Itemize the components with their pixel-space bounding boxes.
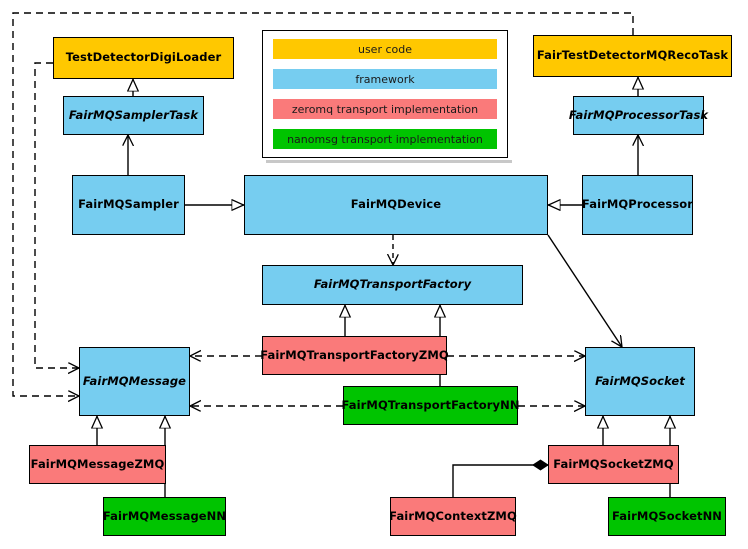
class-box-fairmqmessagezmq[interactable]: FairMQMessageZMQ <box>29 445 166 484</box>
class-box-fairmqtransportfactorynn[interactable]: FairMQTransportFactoryNN <box>341 386 519 425</box>
class-box-fairmqprocessortask[interactable]: FairMQProcessorTask <box>569 96 708 135</box>
legend-item-framework: framework <box>273 69 497 89</box>
class-box-fairmqmessagenn[interactable]: FairMQMessageNN <box>103 497 226 536</box>
edge-socketzmq-to-contextzmq <box>452 465 548 497</box>
legend-item-user-code: user code <box>273 39 497 59</box>
class-box-fairmqsamplertask[interactable]: FairMQSamplerTask <box>63 96 204 135</box>
edge-digiloader-to-message <box>34 62 79 368</box>
class-box-fairmqsocketzmq[interactable]: FairMQSocketZMQ <box>548 445 679 484</box>
class-box-fairmqdevice[interactable]: FairMQDevice <box>244 175 548 235</box>
class-box-fairmqtransportfactoryzmq[interactable]: FairMQTransportFactoryZMQ <box>260 336 449 375</box>
class-box-testdetectordigiloader[interactable]: TestDetectorDigiLoader <box>53 37 234 79</box>
legend-panel: user code framework zeromq transport imp… <box>262 30 508 158</box>
edge-recotask-to-message <box>12 12 634 396</box>
class-box-fairmqprocessor[interactable]: FairMQProcessor <box>582 175 693 235</box>
class-box-fairmqtransportfactory[interactable]: FairMQTransportFactory <box>262 265 523 305</box>
legend-shadow <box>266 160 512 163</box>
class-box-fairmqmessage[interactable]: FairMQMessage <box>79 347 190 416</box>
class-box-fairmqsocketnn[interactable]: FairMQSocketNN <box>608 497 726 536</box>
class-box-fairmqsampler[interactable]: FairMQSampler <box>72 175 185 235</box>
class-box-fairmqcontextzmq[interactable]: FairMQContextZMQ <box>389 497 517 536</box>
class-box-fairtestdetectormqrecotask[interactable]: FairTestDetectorMQRecoTask <box>533 35 732 77</box>
class-box-fairmqsocket[interactable]: FairMQSocket <box>585 347 695 416</box>
legend-item-zeromq: zeromq transport implementation <box>273 99 497 119</box>
edge-device-to-socket <box>547 234 622 347</box>
legend-item-nanomsg: nanomsg transport implementation <box>273 129 497 149</box>
